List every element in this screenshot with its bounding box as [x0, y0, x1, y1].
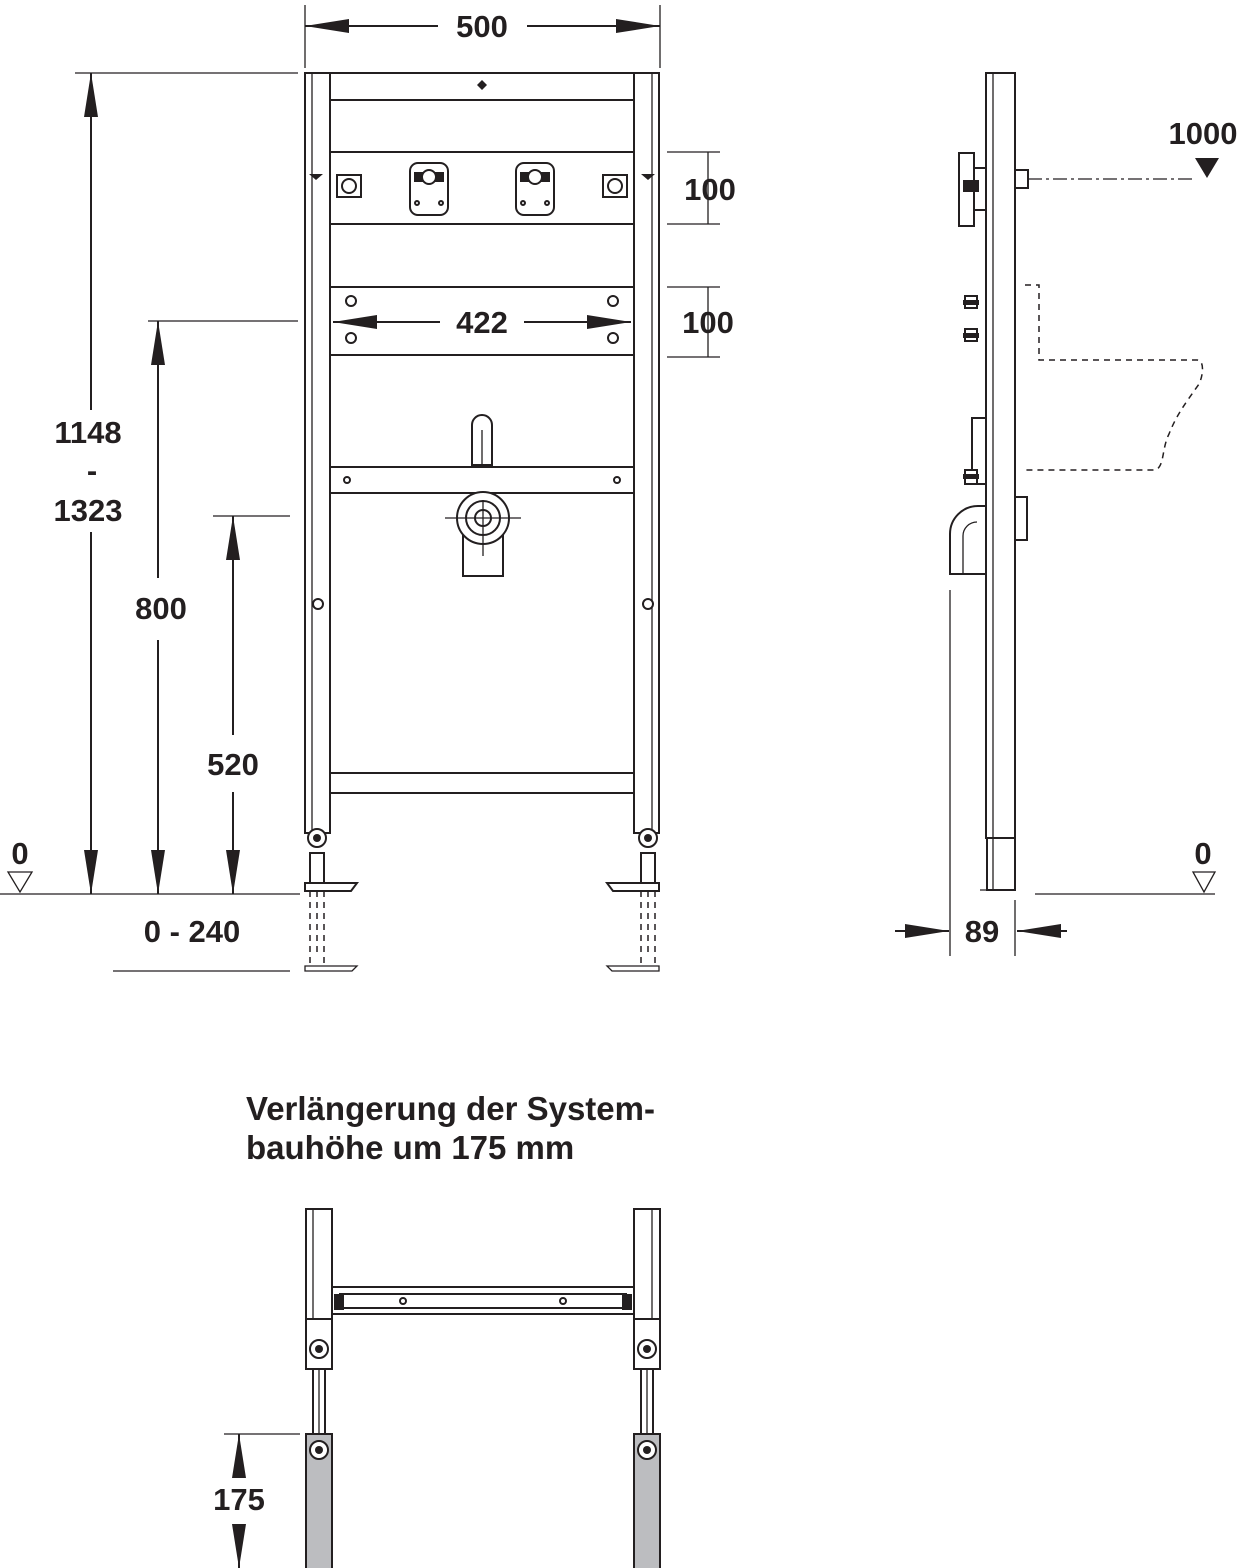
washbasin-outline — [1025, 284, 1204, 471]
plate-lower-100-label: 100 — [682, 305, 734, 340]
height-800-label: 800 — [135, 591, 187, 626]
dim-width-422: 422 — [333, 305, 631, 340]
supply-connector-left — [409, 162, 449, 216]
width-500-label: 500 — [456, 9, 508, 44]
extension-left-upright — [305, 1208, 333, 1320]
drain-rail — [329, 466, 635, 494]
height-1323-label: 1323 — [54, 493, 123, 528]
height-1148-label: 1148 — [54, 415, 121, 450]
side-frame — [985, 72, 1016, 839]
supply-connector-right — [515, 162, 555, 216]
right-foot — [605, 828, 660, 972]
level-down-arrow-icon — [1195, 158, 1219, 178]
bottom-rail — [329, 772, 635, 794]
extension-caption-line2: bauhöhe um 175 mm — [246, 1129, 574, 1166]
extension-caption-line1: Verlängerung der System- — [246, 1090, 655, 1127]
dim-plate-lower: 100 — [667, 286, 734, 358]
dim-width-500: 500 — [304, 5, 661, 68]
level-triangle-icon — [1191, 871, 1217, 894]
left-foot — [304, 828, 359, 972]
left-upright — [304, 72, 331, 834]
top-rail-mark-icon — [477, 80, 487, 90]
dim-height-800: 800 — [135, 321, 187, 894]
zero-level-left-label: 0 — [11, 836, 28, 871]
side-drain-elbow — [949, 505, 987, 575]
height-1000-label: 1000 — [1169, 116, 1238, 151]
dim-height-1148-1323: 1148 - 1323 — [54, 73, 123, 894]
extension-175-label: 175 — [213, 1482, 265, 1517]
level-triangle-icon — [6, 871, 34, 894]
front-view: 500 422 100 100 1148 - 1 — [0, 5, 736, 972]
width-422-label: 422 — [456, 305, 508, 340]
height-dash-label: - — [87, 453, 97, 488]
zero-level-right-label: 0 — [1194, 836, 1211, 871]
dim-depth-89: 89 — [895, 590, 1067, 956]
dim-plate-upper: 100 — [667, 151, 736, 225]
side-view: 1000 0 89 — [895, 72, 1238, 956]
plate-upper-100-label: 100 — [684, 172, 736, 207]
height-520-label: 520 — [207, 747, 259, 782]
zero-level-right: 0 — [1035, 836, 1217, 895]
dim-height-520: 520 — [207, 516, 259, 894]
depth-89-label: 89 — [965, 914, 999, 949]
upper-mounting-plate — [329, 151, 635, 225]
dim-height-1000: 1000 — [1169, 116, 1238, 178]
drain-elbow — [445, 491, 521, 577]
zero-level-left: 0 — [6, 836, 34, 894]
foot-range-label: 0 - 240 — [144, 914, 241, 949]
right-upright — [633, 72, 660, 834]
dim-extension-175: 175 — [213, 1433, 300, 1568]
extension-section: Verlängerung der System- bauhöhe um 175 … — [213, 1090, 661, 1568]
